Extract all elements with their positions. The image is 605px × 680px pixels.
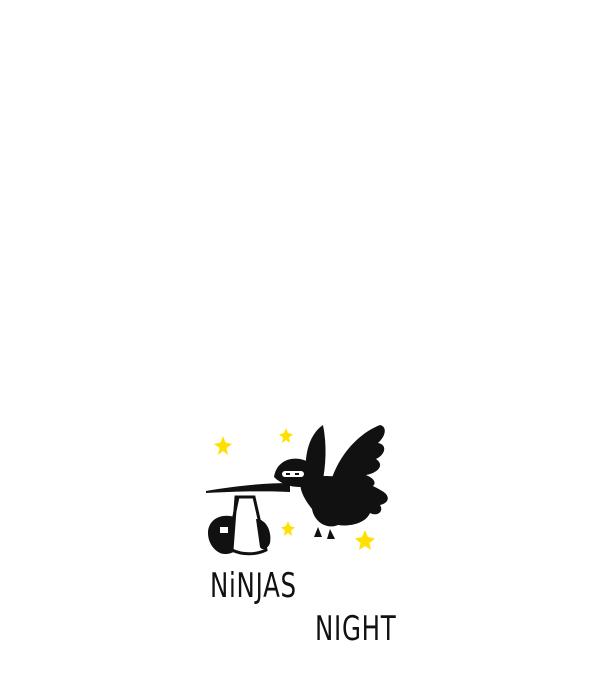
ninja-head-icon <box>274 458 317 487</box>
brand-title-line-1: NiNJAS <box>210 566 297 606</box>
star-icon <box>281 521 295 536</box>
star-icon <box>279 428 293 443</box>
baby-bundle-icon <box>208 495 271 556</box>
brand-title-line-2: NIGHT <box>315 609 397 649</box>
star-icon <box>355 530 375 550</box>
stars <box>214 428 375 550</box>
star-icon <box>214 436 232 455</box>
ninja-stork-illustration <box>206 425 388 556</box>
